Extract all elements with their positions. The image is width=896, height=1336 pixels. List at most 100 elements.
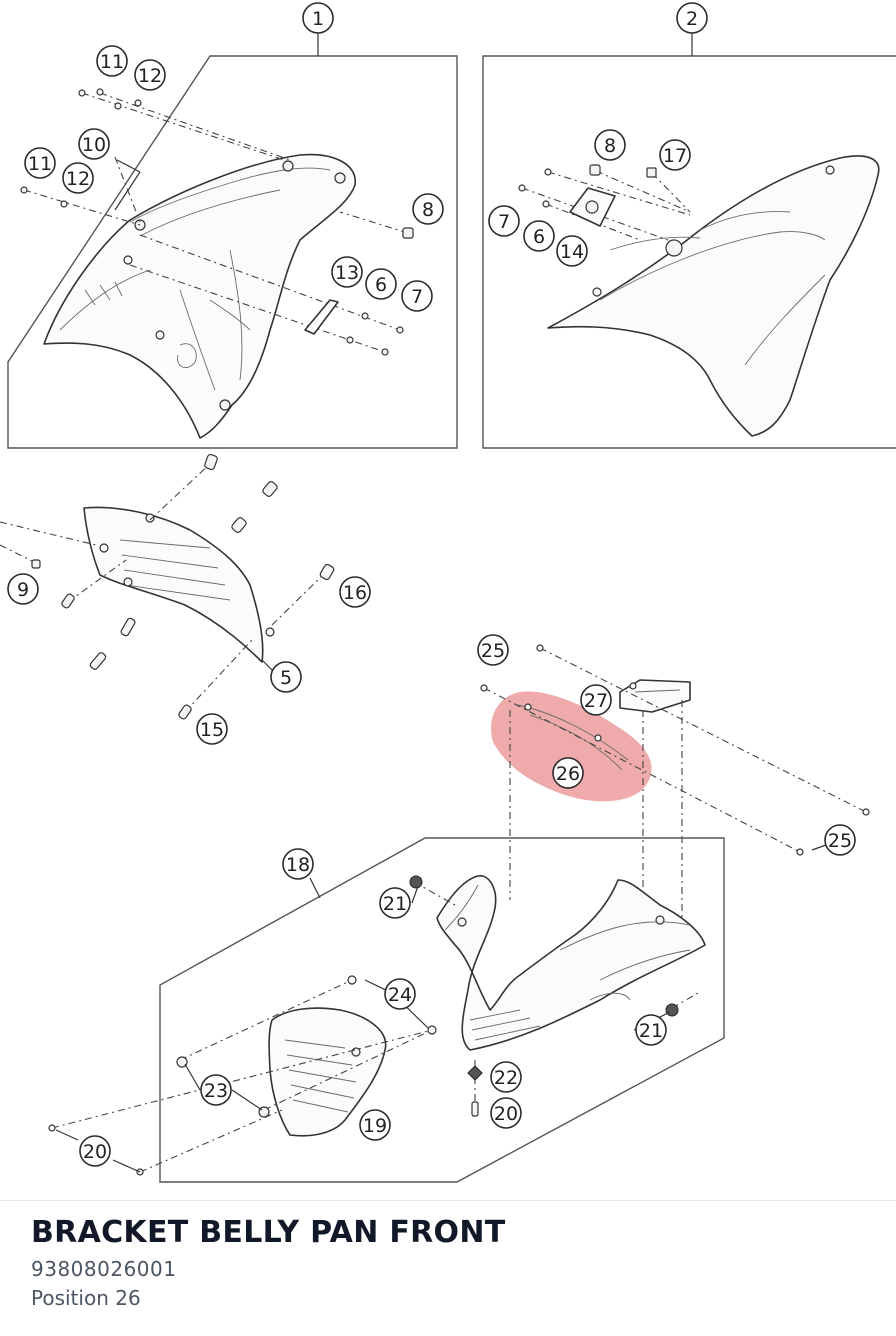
callout-26: 26 xyxy=(552,757,584,789)
callout-19: 19 xyxy=(359,1109,391,1141)
callout-circle xyxy=(365,268,397,300)
callout-21: 21 xyxy=(379,887,411,919)
assembly-1-frame xyxy=(7,32,458,449)
callout-circle xyxy=(824,824,856,856)
callout-circle xyxy=(7,573,39,605)
callout-25: 25 xyxy=(824,824,856,856)
callout-label: 8 xyxy=(604,135,616,157)
callout-label: 6 xyxy=(375,274,387,296)
belly-pan-fastener-lines xyxy=(48,875,701,1176)
assembly-18-frame xyxy=(159,837,725,1183)
callout-27: 27 xyxy=(580,684,612,716)
callout-circle xyxy=(196,713,228,745)
callout-circle xyxy=(78,128,110,160)
callout-circle xyxy=(379,887,411,919)
vent-fastener-lines xyxy=(0,453,335,720)
belly-pan-part xyxy=(436,875,706,1051)
callout-label: 20 xyxy=(494,1103,518,1125)
callout-label: 15 xyxy=(200,719,224,741)
callout-circle xyxy=(580,684,612,716)
callout-8: 8 xyxy=(412,193,444,225)
callout-12: 12 xyxy=(62,162,94,194)
callout-circle xyxy=(339,576,371,608)
callout-6: 6 xyxy=(523,220,555,252)
callout-label: 7 xyxy=(498,211,510,233)
part-info-panel: BRACKET BELLY PAN FRONT 93808026001 Posi… xyxy=(0,1200,896,1336)
callout-circle xyxy=(594,129,626,161)
callout-circle xyxy=(635,1014,667,1046)
callout-14: 14 xyxy=(556,235,588,267)
callout-5: 5 xyxy=(270,661,302,693)
callout-circle xyxy=(552,757,584,789)
front-cowl-part-19 xyxy=(268,1007,387,1137)
callout-circle xyxy=(270,661,302,693)
callout-circle xyxy=(659,139,691,171)
callout-circle xyxy=(200,1074,232,1106)
callout-label: 23 xyxy=(204,1080,228,1102)
part-number: 93808026001 xyxy=(31,1257,177,1281)
callout-8: 8 xyxy=(594,129,626,161)
callout-label: 2 xyxy=(686,8,698,30)
callout-circle xyxy=(490,1097,522,1129)
exploded-parts-diagram: 1211121011128136781776149165152527262518… xyxy=(0,2,896,1183)
callout-11: 11 xyxy=(96,45,128,77)
side-cover-part xyxy=(547,155,880,437)
callout-7: 7 xyxy=(401,280,433,312)
callout-label: 25 xyxy=(481,640,505,662)
callout-label: 6 xyxy=(533,226,545,248)
callout-12: 12 xyxy=(134,59,166,91)
part-position: Position 26 xyxy=(31,1286,141,1310)
bracket-27-part xyxy=(619,679,691,713)
callout-label: 11 xyxy=(28,153,52,175)
part-title: BRACKET BELLY PAN FRONT xyxy=(31,1215,506,1250)
callout-circle xyxy=(282,848,314,880)
callout-circle xyxy=(401,280,433,312)
callout-circle xyxy=(556,235,588,267)
callout-label: 21 xyxy=(639,1020,663,1042)
callout-label: 27 xyxy=(584,690,608,712)
callout-18: 18 xyxy=(282,848,314,880)
callout-20: 20 xyxy=(490,1097,522,1129)
callout-22: 22 xyxy=(490,1061,522,1093)
callout-circle xyxy=(488,205,520,237)
callout-6: 6 xyxy=(365,268,397,300)
callout-circle xyxy=(384,978,416,1010)
highlighted-part-26 xyxy=(491,691,652,802)
callout-label: 25 xyxy=(828,830,852,852)
callout-circle xyxy=(62,162,94,194)
callout-circle xyxy=(302,2,334,34)
callout-label: 10 xyxy=(82,134,106,156)
callout-23: 23 xyxy=(200,1074,232,1106)
assembly-1-fastener-lines xyxy=(20,88,414,356)
callout-circle xyxy=(96,45,128,77)
callout-label: 8 xyxy=(422,199,434,221)
callout-24: 24 xyxy=(384,978,416,1010)
callout-label: 18 xyxy=(286,854,310,876)
callout-1: 1 xyxy=(302,2,334,34)
callout-circle xyxy=(477,634,509,666)
callout-13: 13 xyxy=(331,256,363,288)
callout-circle xyxy=(490,1061,522,1093)
callout-15: 15 xyxy=(196,713,228,745)
callout-label: 17 xyxy=(663,145,687,167)
callout-circle xyxy=(359,1109,391,1141)
callout-25: 25 xyxy=(477,634,509,666)
callout-label: 5 xyxy=(280,667,292,689)
callout-circle xyxy=(134,59,166,91)
callout-11: 11 xyxy=(24,147,56,179)
callout-label: 13 xyxy=(335,262,359,284)
vent-cover-part xyxy=(83,506,275,663)
callout-circle xyxy=(331,256,363,288)
callout-16: 16 xyxy=(339,576,371,608)
callout-circle xyxy=(412,193,444,225)
callout-17: 17 xyxy=(659,139,691,171)
callout-label: 14 xyxy=(560,241,584,263)
callout-label: 7 xyxy=(411,286,423,308)
callout-21: 21 xyxy=(635,1014,667,1046)
callout-label: 1 xyxy=(312,8,324,30)
fairing-side-panel-part xyxy=(43,153,356,439)
assembly-2-fastener-lines xyxy=(518,164,691,241)
callout-label: 21 xyxy=(383,893,407,915)
callout-20: 20 xyxy=(79,1135,111,1167)
callout-circle xyxy=(24,147,56,179)
